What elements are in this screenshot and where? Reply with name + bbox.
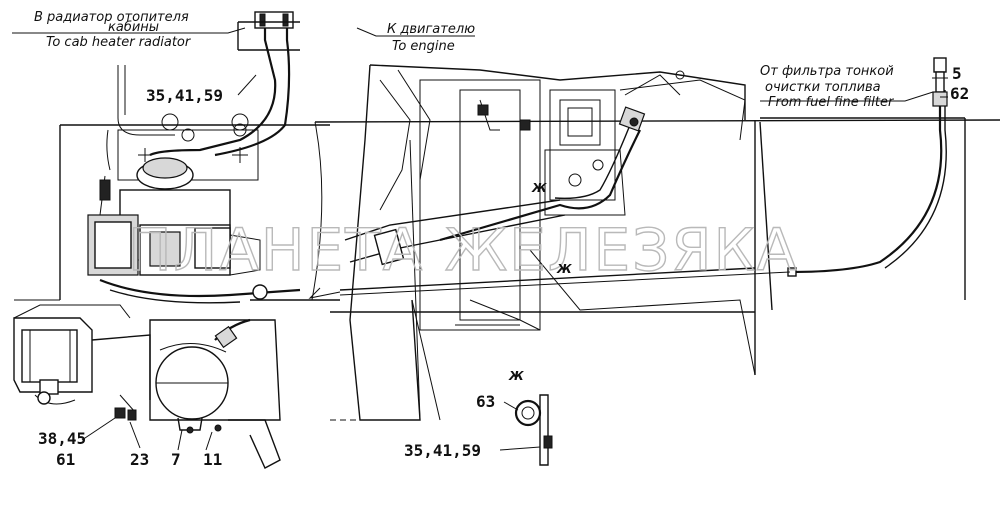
fuel-line [308,57,948,299]
view-mark-upper: Ж [531,181,547,195]
exhaust-and-clamp [149,318,281,469]
callout-62: 62 [950,84,969,103]
callout-38-45: 38,45 [38,429,86,448]
mounting-bracket [13,304,151,421]
callout-7: 7 [171,450,181,469]
watermark-text: ПЛАНЕТА ЖЕЛЕЗЯКА [128,216,798,284]
callout-61: 61 [56,450,75,469]
cab-heater-label-ru-line2: кабины [108,20,159,35]
cab-heater-label-ru-line1: В радиатор отопителя [34,10,189,25]
view-mark-lower: Ж [556,262,572,276]
chassis-frame [14,117,1000,375]
callout-63: 63 [476,392,495,411]
engine-label-ru: К двигателю [387,22,475,37]
cab-heater-label-en: To cab heater radiator [46,35,192,50]
view-mark-detail: Ж [508,369,524,383]
engine-block [330,64,756,421]
leader-lines [12,27,948,451]
fuel-filter-label-ru-line1: От фильтра тонкой [760,64,894,79]
callout-35-41-59-top: 35,41,59 [146,86,223,105]
callout-23: 23 [130,450,149,469]
heater-unit [87,113,301,304]
fuel-filter-label-ru-line2: очистки топлива [765,80,881,95]
engine-label-en: To engine [392,39,455,54]
callout-11: 11 [203,450,222,469]
fuel-filter-label-en: From fuel fine filter [768,95,895,110]
view-detail [514,394,553,466]
callout-numbers: 35,41,59 5 62 38,45 61 23 7 11 63 35,41,… [38,64,969,469]
annotation-labels: В радиатор отопителя кабины To cab heate… [34,10,895,383]
coolant-hoses [117,11,646,266]
callout-5: 5 [952,64,962,83]
callout-35-41-59-bottom: 35,41,59 [404,441,481,460]
